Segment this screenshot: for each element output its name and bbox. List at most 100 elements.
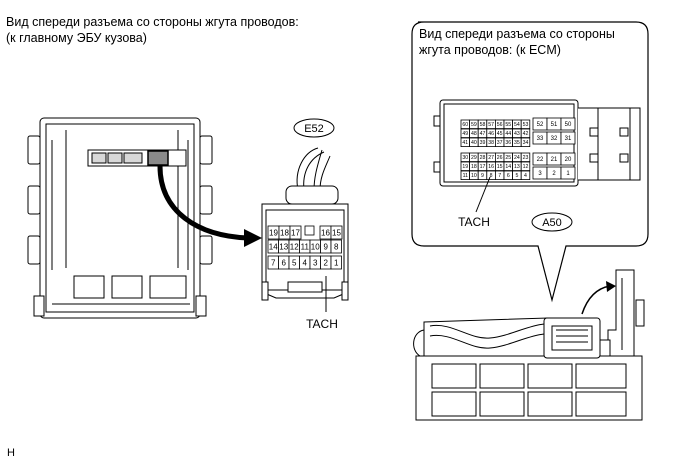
a50-terminal-number: 44 bbox=[505, 131, 511, 137]
e52-terminal-number: 9 bbox=[324, 242, 329, 251]
a50-terminal-number: 56 bbox=[497, 122, 503, 128]
a50-label-badge: A50 bbox=[531, 212, 573, 232]
a50-terminal-number: 27 bbox=[488, 155, 494, 161]
a50-terminal-number: 53 bbox=[523, 122, 529, 128]
a50-terminal-number: 47 bbox=[480, 131, 486, 137]
a50-terminal-number: 1 bbox=[566, 171, 570, 177]
right-caption-line1: Вид спереди разъема со стороны bbox=[419, 27, 615, 41]
e52-terminal-number: 8 bbox=[334, 242, 339, 251]
a50-terminal-number: 11 bbox=[463, 173, 468, 179]
e52-terminal-number: 4 bbox=[303, 258, 308, 267]
e52-connector bbox=[261, 147, 349, 301]
a50-terminal-number: 41 bbox=[462, 140, 468, 146]
a50-terminal-number: 36 bbox=[505, 140, 511, 146]
a50-terminal-number: 60 bbox=[462, 122, 468, 128]
e52-terminal-number: 10 bbox=[311, 242, 320, 251]
e52-terminal-number: 17 bbox=[291, 228, 300, 237]
e52-key-slot bbox=[304, 225, 315, 236]
e52-terminal-number: 7 bbox=[271, 258, 276, 267]
release-arrow bbox=[581, 285, 611, 315]
a50-terminal-number: 48 bbox=[471, 131, 477, 137]
a50-terminal-number: 33 bbox=[537, 136, 544, 142]
a50-tach-leader bbox=[475, 176, 491, 213]
e52-terminal-number: 14 bbox=[269, 242, 278, 251]
a50-terminal-number: 46 bbox=[488, 131, 494, 137]
e52-terminal-cell bbox=[330, 225, 343, 240]
corner-mark: H bbox=[7, 447, 15, 459]
a50-terminal-number: 58 bbox=[480, 122, 486, 128]
a50-terminal-number: 39 bbox=[480, 140, 486, 146]
a50-terminal-cell bbox=[520, 170, 531, 181]
a50-terminal-number: 55 bbox=[505, 122, 511, 128]
a50-terminal-number: 3 bbox=[538, 171, 542, 177]
a50-terminal-number: 13 bbox=[514, 164, 520, 170]
e52-terminal-number: 6 bbox=[282, 258, 287, 267]
e52-terminal-cell bbox=[330, 239, 342, 254]
ecm-assembly bbox=[413, 269, 645, 421]
a50-terminal-number: 37 bbox=[497, 140, 503, 146]
e52-terminal-number: 16 bbox=[321, 228, 330, 237]
a50-terminal-number: 35 bbox=[514, 140, 520, 146]
e52-terminal-cell bbox=[330, 255, 342, 270]
a50-terminal-cell bbox=[520, 137, 531, 148]
e52-tach-label: TACH bbox=[306, 317, 338, 331]
a50-terminal-number: 50 bbox=[565, 122, 572, 128]
a50-terminal-number: 42 bbox=[523, 131, 529, 137]
a50-terminal-number: 15 bbox=[497, 164, 503, 170]
a50-terminal-number: 20 bbox=[565, 157, 572, 163]
e52-terminal-number: 13 bbox=[279, 242, 288, 251]
a50-terminal-cell bbox=[560, 117, 576, 131]
e52-terminal-number: 3 bbox=[313, 258, 318, 267]
arrow-head-icon bbox=[244, 229, 262, 247]
a50-terminal-number: 21 bbox=[551, 157, 558, 163]
a50-terminal-number: 52 bbox=[537, 122, 544, 128]
e52-terminal-number: 2 bbox=[324, 258, 329, 267]
a50-terminal-number: 25 bbox=[505, 155, 511, 161]
a50-terminal-cell bbox=[560, 166, 576, 180]
a50-terminal-number: 59 bbox=[471, 122, 477, 128]
e52-terminal-number: 1 bbox=[334, 258, 339, 267]
a50-terminal-number: 29 bbox=[471, 155, 477, 161]
a50-terminal-number: 4 bbox=[524, 173, 527, 179]
a50-terminal-number: 34 bbox=[523, 140, 529, 146]
a50-label: A50 bbox=[542, 217, 562, 229]
release-arrow-head-icon bbox=[606, 281, 616, 292]
a50-terminal-number: 23 bbox=[523, 155, 529, 161]
right-caption-line2: жгута проводов: (к ECM) bbox=[419, 43, 561, 57]
e52-terminal-number: 5 bbox=[292, 258, 297, 267]
e52-terminal-number: 18 bbox=[280, 228, 289, 237]
a50-terminal-number: 14 bbox=[505, 164, 511, 170]
a50-terminal-number: 40 bbox=[471, 140, 477, 146]
e52-terminal-number: 12 bbox=[290, 242, 299, 251]
a50-terminal-number: 32 bbox=[551, 136, 558, 142]
a50-terminal-number: 30 bbox=[462, 155, 468, 161]
left-caption-line2: (к главному ЭБУ кузова) bbox=[6, 31, 147, 45]
a50-terminal-number: 8 bbox=[490, 173, 493, 179]
a50-terminal-number: 49 bbox=[462, 131, 468, 137]
e52-terminal-number: 15 bbox=[332, 228, 341, 237]
a50-terminal-number: 16 bbox=[488, 164, 494, 170]
a50-terminal-number: 28 bbox=[480, 155, 486, 161]
pointer-arrow-e52 bbox=[157, 165, 249, 241]
a50-terminal-number: 54 bbox=[514, 122, 520, 128]
a50-terminal-number: 17 bbox=[480, 164, 486, 170]
a50-terminal-number: 43 bbox=[514, 131, 520, 137]
e52-label-badge: E52 bbox=[293, 118, 335, 138]
a50-terminal-number: 10 bbox=[471, 173, 477, 179]
a50-terminal-number: 26 bbox=[497, 155, 503, 161]
left-caption-line1: Вид спереди разъема со стороны жгута про… bbox=[6, 15, 299, 29]
e52-terminal-number: 11 bbox=[301, 242, 310, 251]
a50-terminal-number: 12 bbox=[523, 164, 529, 170]
a50-terminal-number: 24 bbox=[514, 155, 520, 161]
a50-terminal-number: 57 bbox=[488, 122, 494, 128]
e52-terminal-cell bbox=[289, 225, 302, 240]
a50-terminal-number: 9 bbox=[481, 173, 484, 179]
a50-terminal-cell bbox=[560, 152, 576, 166]
a50-terminal-number: 51 bbox=[551, 122, 558, 128]
a50-terminal-cell bbox=[560, 131, 576, 145]
right-caption: Вид спереди разъема со стороны жгута про… bbox=[419, 26, 615, 58]
a50-terminal-number: 31 bbox=[565, 136, 572, 142]
a50-terminal-number: 5 bbox=[515, 173, 518, 179]
